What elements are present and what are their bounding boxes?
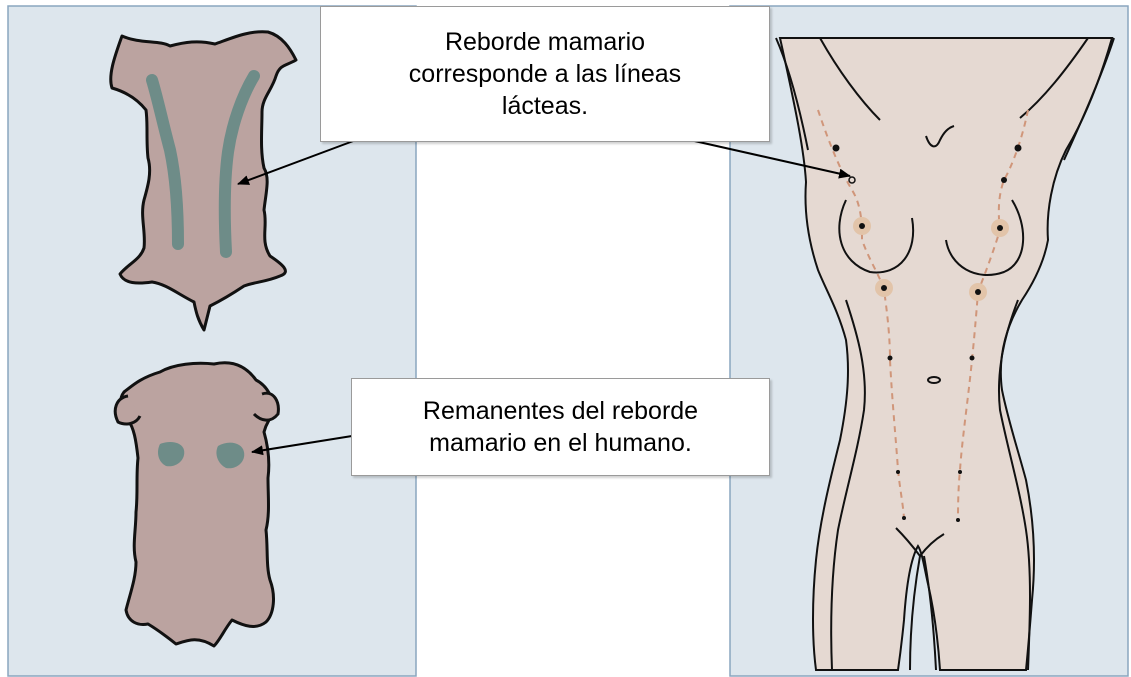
nipple-dot <box>859 223 865 229</box>
nipple-dot <box>888 356 893 361</box>
nipple-dot <box>896 470 900 474</box>
nipple-dot <box>970 356 975 361</box>
embryo-figure <box>115 363 278 646</box>
callout-mammary-ridge-text: Reborde mamario corresponde a las líneas… <box>409 26 681 122</box>
nipple-dot <box>833 145 840 152</box>
embryo-outline <box>121 363 276 646</box>
nipple-dot <box>1015 145 1022 152</box>
callout-mammary-remnants-text: Remanentes del reborde mamario en el hum… <box>423 395 698 459</box>
nipple-dot <box>956 518 960 522</box>
nipple-dot <box>975 289 981 295</box>
nipple-dot <box>1001 177 1007 183</box>
callout-mammary-remnants: Remanentes del reborde mamario en el hum… <box>351 378 770 476</box>
callout-mammary-ridge: Reborde mamario corresponde a las líneas… <box>320 6 770 142</box>
nipple-dot <box>997 225 1003 231</box>
nipple-dot <box>881 285 887 291</box>
nipple-dot <box>902 516 906 520</box>
nipple-dot <box>958 470 962 474</box>
